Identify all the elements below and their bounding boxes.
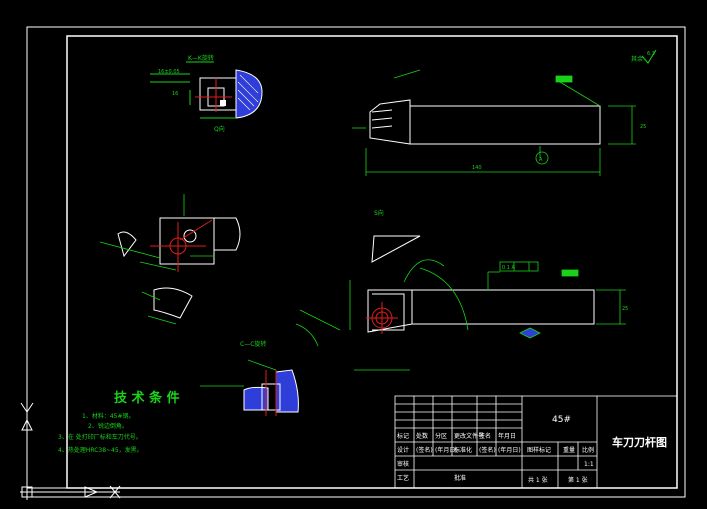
holder-side-dimensions <box>352 69 636 176</box>
svg-text:16±0.05: 16±0.05 <box>158 69 180 75</box>
width-dimension: 25 <box>622 306 628 312</box>
q-view-label: Q向 <box>214 125 225 133</box>
length-dimension: 140 <box>472 165 482 171</box>
kk-section-view: K—K旋转 16±0.05 16 Q向 <box>150 54 263 133</box>
insert-pocket <box>366 302 398 334</box>
rev-header-count: 处数 <box>416 432 428 440</box>
sign-row-design-sign: (签名) <box>416 446 433 454</box>
roughness-note: 其余 6.3 <box>631 49 657 64</box>
holder-side-view <box>369 99 601 145</box>
title-block <box>394 395 678 489</box>
cc-section-view: C—C旋转 <box>200 323 319 416</box>
rev-header-date: 年月日 <box>498 432 516 440</box>
scale-value: 1:1 <box>584 461 594 468</box>
rev-header-sign: 签名 <box>479 432 491 440</box>
sign-row-process: 工艺 <box>397 474 409 482</box>
sign-row-standard-sign: (签名) <box>479 446 496 454</box>
sign-row-design: 设计 <box>397 446 409 454</box>
tech-requirement-item-3: 3、在 处打印厂标和车刀代号。 <box>58 433 142 441</box>
tech-requirement-item-1: 1、材料：45#钢。 <box>82 412 134 420</box>
tech-requirements: 技 术 条 件 1、材料：45#钢。 2、锐边倒角。 3、在 处打印厂标和车刀代… <box>58 390 180 454</box>
sheet-outer-border <box>26 26 686 498</box>
holder-top-dimensions <box>299 259 626 371</box>
rev-header-doc: 更改文件号 <box>454 432 484 440</box>
holder-top-view <box>367 235 595 333</box>
geometric-tolerance: 0.1 A <box>502 265 516 271</box>
drawing-frame <box>66 35 678 489</box>
tech-requirements-heading: 技 术 条 件 <box>114 390 180 406</box>
datum-a-label-top: A <box>539 157 543 163</box>
s-view-label: S向 <box>374 209 384 217</box>
kk-section-label: K—K旋转 <box>188 54 214 62</box>
tech-requirement-item-2: 2、锐边倒角。 <box>88 422 128 430</box>
sheet-current: 第 1 张 <box>568 476 588 484</box>
roughness-note-value: 6.3 <box>647 51 655 57</box>
sign-row-design-date: (年月日) <box>435 446 458 454</box>
material-cell: 45# <box>552 415 571 425</box>
sign-row-standard-date: (年月日) <box>498 446 521 454</box>
scale-label: 比例 <box>582 446 594 454</box>
sheets-total: 共 1 张 <box>528 476 548 484</box>
insert-seat-detail <box>99 194 241 325</box>
sign-row-approve: 批准 <box>454 474 466 482</box>
ucs-icon <box>20 400 121 500</box>
drawing-title: 车刀刀杆图 <box>612 435 667 449</box>
stage-label: 图样标记 <box>527 446 551 454</box>
roughness-note-label: 其余 <box>631 55 643 63</box>
tech-requirement-item-4: 4、热处理HRC38~45，发黑。 <box>58 446 143 454</box>
svg-text:16: 16 <box>172 91 178 97</box>
cc-section-label: C—C旋转 <box>240 340 266 348</box>
height-dimension: 25 <box>640 124 646 130</box>
weight-label: 重量 <box>563 446 575 454</box>
rev-header-mark: 标记 <box>397 432 409 440</box>
sign-row-review: 审核 <box>397 460 409 468</box>
sign-row-standard: 标准化 <box>454 446 472 454</box>
rev-header-zone: 分区 <box>435 432 447 440</box>
